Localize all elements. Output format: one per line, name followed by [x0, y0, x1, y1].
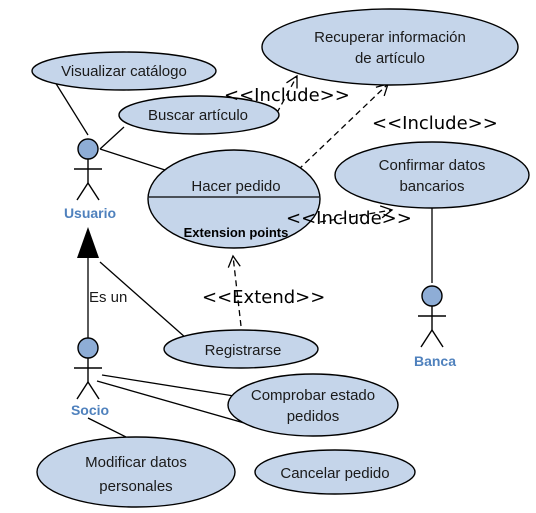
generalization-arrowhead [77, 227, 99, 258]
use-case-visualizar[interactable]: Visualizar catálogo [31, 51, 217, 91]
include-pedido-confirmar [319, 205, 394, 223]
actor-usuario-label: Usuario [64, 205, 116, 221]
actor-socio-label: Socio [71, 402, 109, 418]
use-case-comprobar[interactable]: Comprobar estado pedidos [227, 373, 399, 437]
actor-banca-head [421, 285, 443, 307]
use-case-comprobar-label-1: Comprobar estado [251, 387, 375, 404]
actor-usuario-head [77, 138, 99, 160]
include-pedido-recuperar [297, 83, 389, 171]
use-case-confirmar-label-2: bancarios [399, 178, 464, 195]
use-case-comprobar-label-2: pedidos [287, 408, 340, 425]
use-case-confirmar[interactable]: Confirmar datos bancarios [334, 141, 530, 209]
use-case-modificar-label-2: personales [99, 478, 172, 495]
actor-banca-label: Banca [414, 353, 456, 369]
include-label-1: <<Include>> [224, 85, 350, 106]
assoc-usuario-visualizar [54, 81, 89, 136]
assoc-usuario-registrarse [99, 261, 187, 339]
use-case-recuperar-label-2: de artículo [355, 50, 425, 67]
use-case-registrarse-label: Registrarse [205, 342, 282, 359]
actor-socio[interactable]: Socio [71, 337, 109, 418]
actor-socio-head [77, 337, 99, 359]
use-case-modificar[interactable]: Modificar datos personales [36, 436, 236, 508]
use-case-confirmar-label-1: Confirmar datos [379, 157, 486, 174]
assoc-usuario-buscar [99, 126, 125, 150]
actor-usuario[interactable]: Usuario [64, 138, 116, 221]
association-lines [54, 81, 433, 441]
use-case-hacer-pedido[interactable]: Hacer pedido Extension points [147, 149, 321, 249]
include-buscar-recuperar [271, 74, 298, 123]
actor-banca[interactable]: Banca [414, 285, 456, 369]
use-case-visualizar-label: Visualizar catálogo [61, 63, 187, 80]
dependency-lines [227, 74, 394, 327]
assoc-socio-comprobar [101, 374, 235, 397]
use-case-hacer-pedido-label: Hacer pedido [191, 178, 280, 195]
extend-registrarse-pedido [227, 254, 242, 327]
use-case-buscar[interactable]: Buscar artículo [118, 95, 280, 135]
extend-label: <<Extend>> [202, 287, 325, 308]
generalization-label: Es un [89, 289, 127, 306]
include-label-3: <<Include>> [286, 208, 412, 229]
use-case-cancelar-label: Cancelar pedido [280, 465, 389, 482]
assoc-socio-modificar [87, 417, 133, 441]
include-label-2: <<Include>> [372, 113, 498, 134]
use-case-registrarse[interactable]: Registrarse [163, 329, 319, 369]
use-case-modificar-label-1: Modificar datos [85, 454, 187, 471]
use-case-recuperar-label-1: Recuperar información [314, 29, 466, 46]
assoc-usuario-hacer-pedido [99, 148, 166, 171]
use-case-recuperar[interactable]: Recuperar información de artículo [261, 8, 519, 86]
extension-points-label: Extension points [184, 225, 289, 240]
use-case-buscar-label: Buscar artículo [148, 107, 248, 124]
use-case-cancelar[interactable]: Cancelar pedido [254, 449, 416, 495]
